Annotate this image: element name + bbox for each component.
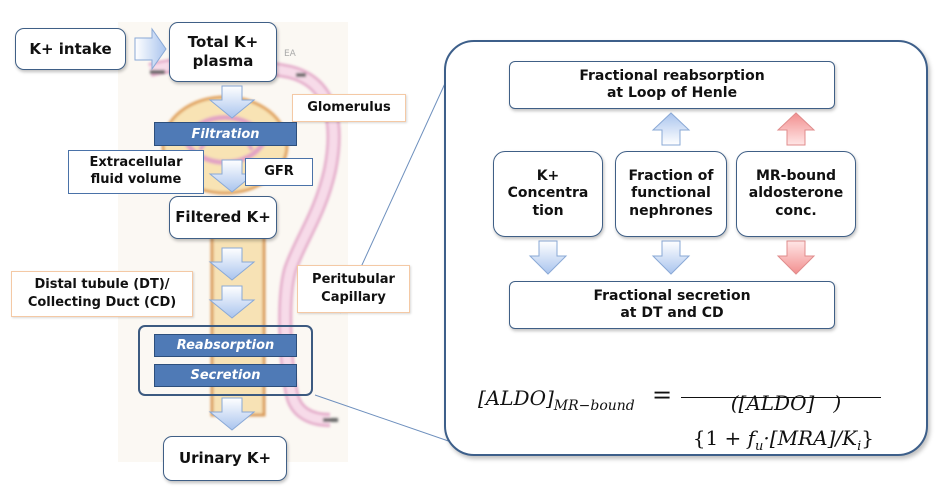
arrow-down-icon <box>208 85 256 119</box>
arrow-down-icon <box>208 397 256 431</box>
ea-label: EA <box>284 49 297 59</box>
reabsorption-loop-line1: Fractional reabsorption <box>579 67 765 84</box>
formula-numerator: ([ALDO] ) <box>718 367 841 415</box>
total-k-plasma-line2: plasma <box>192 52 254 70</box>
filtered-k-label: Filtered K+ <box>175 208 271 227</box>
glomerulus-text: Glomerulus <box>307 100 391 116</box>
formula-equals: = <box>652 381 672 409</box>
formula-fu-subscript: u <box>755 439 764 454</box>
arrow-down-icon <box>208 247 256 281</box>
total-k-plasma-box: Total K+ plasma <box>169 22 277 82</box>
k-concentration-box: K+ Concentra tion <box>493 151 603 237</box>
secretion-bar: Secretion <box>154 364 297 387</box>
formula-denominator: {1 + fu·[MRA]/Ki} <box>680 402 874 454</box>
dt-cd-label: Distal tubule (DT)/ Collecting Duct (CD) <box>11 271 193 317</box>
mr-bound-aldosterone-box: MR-bound aldosterone conc. <box>736 151 856 237</box>
glomerulus-label: Glomerulus <box>292 94 406 122</box>
arrow-right-intake-icon <box>134 27 167 71</box>
formula-numerator-text: ([ALDO] ) <box>730 391 842 415</box>
secretion-dt-cd-box: Fractional secretion at DT and CD <box>509 281 835 329</box>
gfr-text: GFR <box>264 163 294 179</box>
ecf-volume-label: Extracellular fluid volume <box>68 150 204 194</box>
k-concentration-line1: K+ <box>536 167 560 184</box>
formula-fraction-bar <box>681 397 881 398</box>
mr-bound-line1: MR-bound <box>755 167 837 184</box>
arrow-down-icon <box>208 159 256 193</box>
formula-denominator-post: } <box>861 426 874 450</box>
functional-nephrones-line1: Fraction of <box>628 167 714 184</box>
secretion-dt-cd-line2: at DT and CD <box>620 305 724 321</box>
ecf-volume-line2: fluid volume <box>90 172 182 187</box>
k-intake-box: K+ intake <box>15 28 126 70</box>
formula-denominator-pre: {1 + <box>692 426 748 450</box>
k-concentration-line2: Concentra <box>507 185 589 202</box>
peritubular-line1: Peritubular <box>312 272 395 288</box>
dt-cd-line2: Collecting Duct (CD) <box>27 295 177 310</box>
connector-line-bottom <box>314 394 461 446</box>
functional-nephrones-line2: functional <box>631 185 711 202</box>
formula-lhs-subscript: MR−bound <box>553 398 635 414</box>
reabsorption-loop-line2: at Loop of Henle <box>606 85 738 101</box>
urinary-k-box: Urinary K+ <box>163 436 287 481</box>
peritubular-line2: Capillary <box>321 290 386 305</box>
total-k-plasma-line1: Total K+ <box>187 33 259 52</box>
gfr-label: GFR <box>245 158 313 186</box>
k-concentration-line3: tion <box>532 202 564 219</box>
formula-ki: K <box>842 426 858 450</box>
arrow-down-icon <box>208 285 256 319</box>
dt-cd-line1: Distal tubule (DT)/ <box>34 277 170 293</box>
mr-bound-line3: conc. <box>775 202 817 219</box>
formula-ki-subscript: i <box>857 439 862 454</box>
k-intake-label: K+ intake <box>29 39 112 58</box>
ecf-volume-line1: Extracellular <box>89 155 183 171</box>
functional-nephrones-line3: nephrones <box>629 202 713 219</box>
formula-lhs-aldo: [ALDO] <box>478 386 554 410</box>
reabsorption-loop-henle-box: Fractional reabsorption at Loop of Henle <box>509 61 835 109</box>
formula-denominator-mid: ·[MRA]/ <box>763 426 843 450</box>
peritubular-capillary-label: Peritubular Capillary <box>297 265 410 313</box>
formula-fu: f <box>747 426 756 450</box>
reabsorption-text: Reabsorption <box>176 338 275 353</box>
secretion-text: Secretion <box>190 368 261 383</box>
formula-lhs: [ALDO]MR−bound <box>478 386 635 414</box>
filtered-k-box: Filtered K+ <box>169 196 277 239</box>
mr-bound-line2: aldosterone <box>748 185 844 202</box>
reabsorption-bar: Reabsorption <box>154 334 297 357</box>
filtration-text: Filtration <box>191 126 260 142</box>
secretion-dt-cd-line1: Fractional secretion <box>593 287 751 304</box>
urinary-k-label: Urinary K+ <box>178 449 272 468</box>
functional-nephrones-box: Fraction of functional nephrones <box>615 151 727 237</box>
formula-equals-sign: = <box>652 381 673 409</box>
reabsorption-secretion-group <box>138 325 313 396</box>
filtration-bar: Filtration <box>154 122 297 146</box>
